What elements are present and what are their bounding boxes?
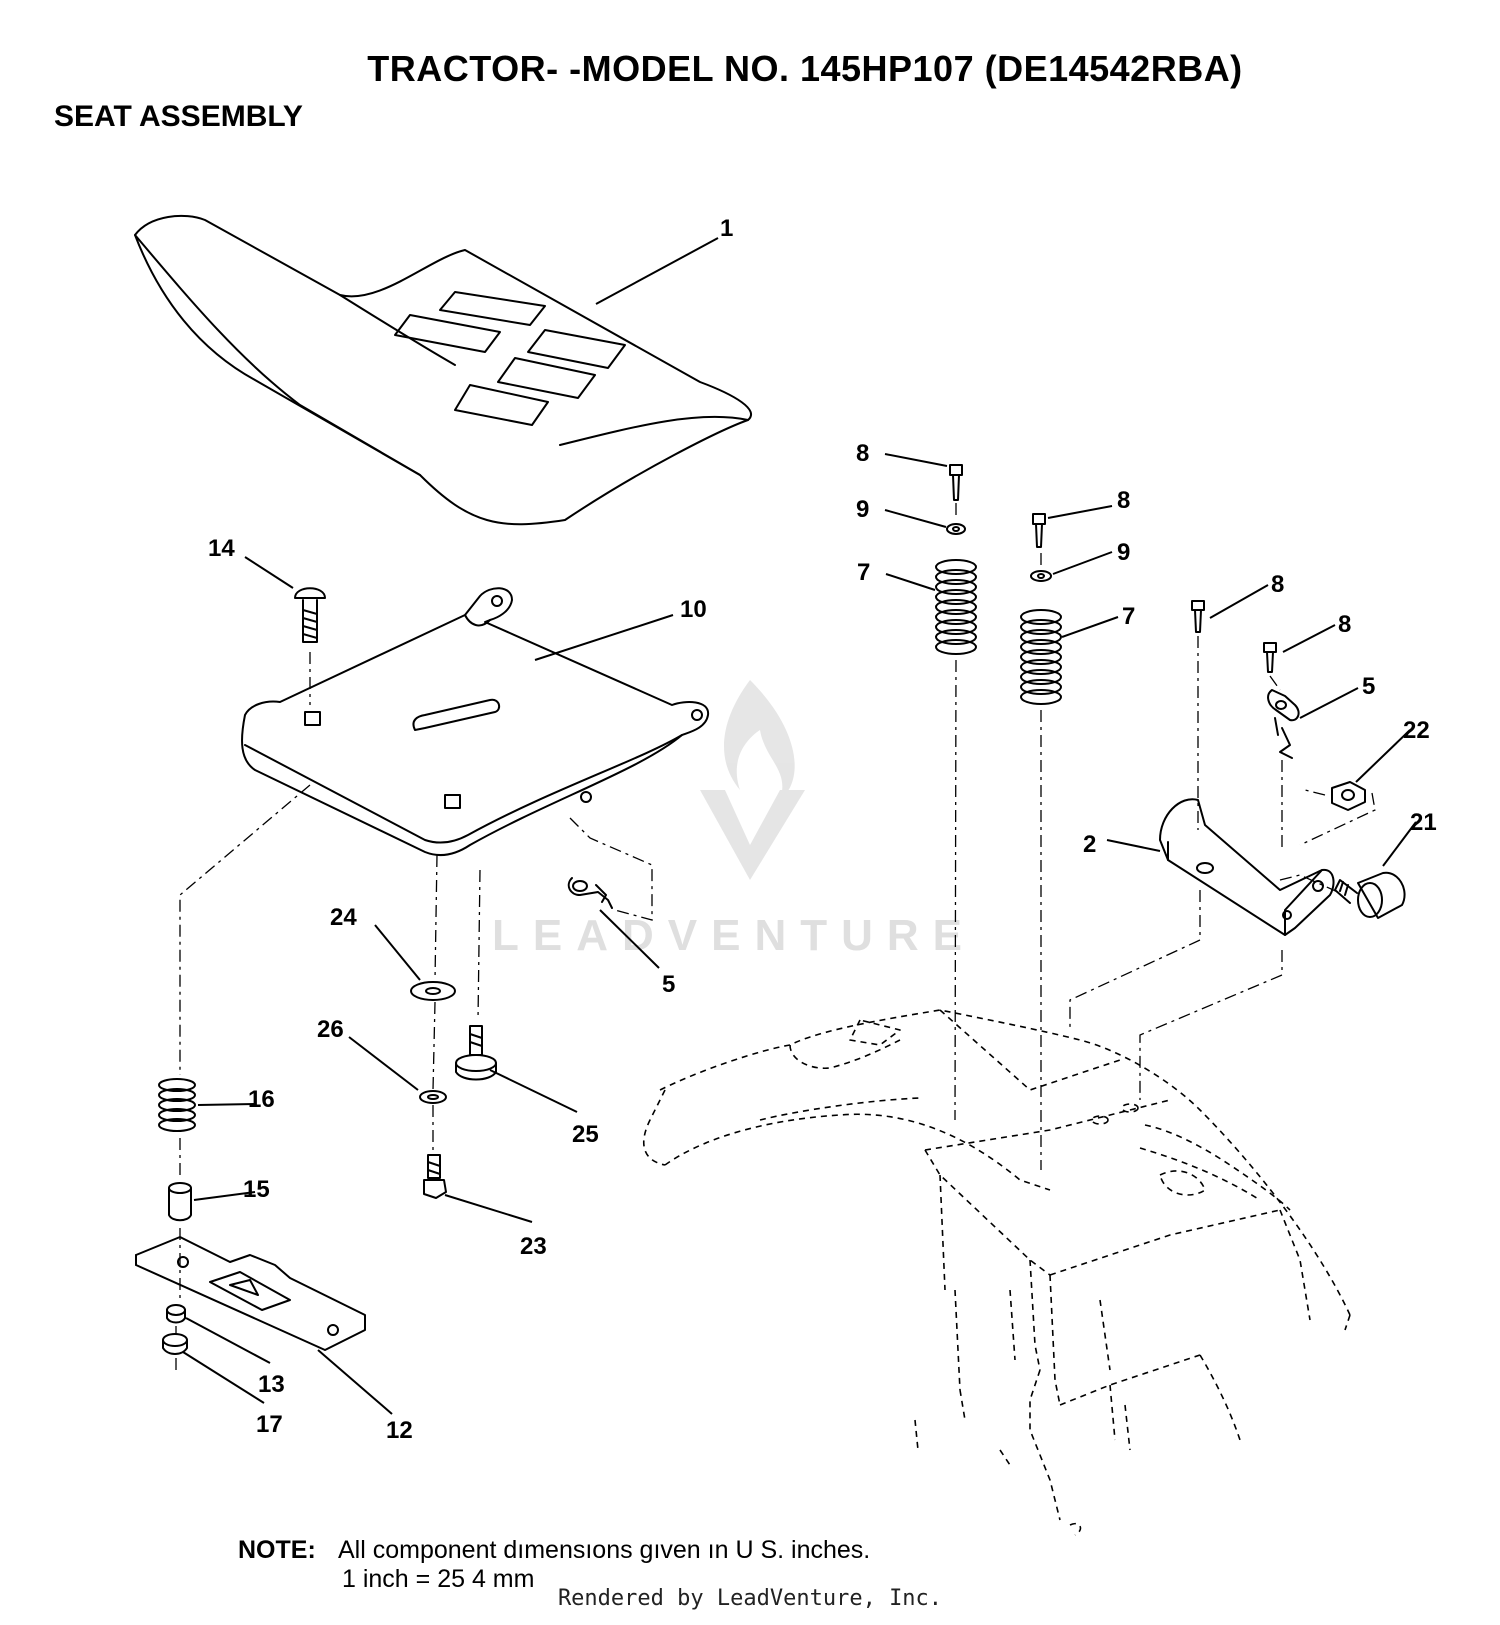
part-pin-2 [1032,513,1046,548]
part-washer-1 [946,523,966,535]
part-clip-right [1267,689,1300,759]
callout-22: 22 [1403,717,1430,744]
part-hex-bolt [423,1154,447,1199]
callout-5-right: 5 [1362,673,1375,700]
dimension-note: NOTE: All component dımensıons gıven ın U… [238,1536,870,1594]
note-label: NOTE: [238,1536,316,1564]
render-credit: Rendered by LeadVenture, Inc. [557,1586,943,1611]
callout-23: 23 [520,1233,547,1260]
part-hex-nut [1331,781,1366,811]
callout-7a: 7 [857,559,870,586]
callout-5-left: 5 [662,971,675,998]
callout-10: 10 [680,596,707,623]
diagram-subtitle: SEAT ASSEMBLY [54,100,303,133]
part-lock-washer [419,1090,447,1104]
watermark-flame-icon [723,680,795,800]
watermark-v-icon [700,790,805,880]
part-pin-3 [1191,600,1205,633]
callout-12: 12 [386,1417,413,1444]
callout-15: 15 [243,1176,270,1203]
callout-25: 25 [572,1121,599,1148]
diagram-title: TRACTOR- -MODEL NO. 145HP107 (DE14542RBA… [367,48,1243,89]
watermark-text: LEADVENTURE [492,911,976,960]
part-pin-1 [949,464,963,501]
callout-17: 17 [256,1411,283,1438]
part-nut-small [166,1304,186,1324]
watermark: LEADVENTURE [492,680,976,960]
note-line-2: 1 inch = 25 4 mm [342,1565,535,1593]
part-spacer [168,1182,192,1222]
part-pin-4 [1263,642,1277,673]
callouts: 1 14 10 8 9 7 8 9 7 8 8 5 22 21 2 5 24 2… [208,215,1437,1444]
part-washer-2 [1030,570,1052,582]
callout-7b: 7 [1122,603,1135,630]
callout-8c: 8 [1271,571,1284,598]
tractor-fender-outline [643,1009,1351,1536]
callout-1: 1 [720,215,733,242]
part-flange-bolt [1334,871,1406,919]
part-seat-plate [241,587,710,857]
part-clip-left [567,877,613,909]
part-seat-bracket [135,1236,366,1351]
part-flange-nut [162,1333,188,1355]
callout-9a: 9 [856,496,869,523]
part-spring-small [158,1078,196,1132]
part-carriage-bolt [294,587,326,643]
part-spring-bracket [1159,798,1335,936]
part-seat [134,214,752,526]
part-shoulder-bolt [455,1025,497,1081]
callout-9b: 9 [1117,539,1130,566]
assembly-lines [175,503,1376,1370]
callout-2: 2 [1083,831,1096,858]
part-washer-large [410,981,456,1001]
callout-13: 13 [258,1371,285,1398]
callout-8d: 8 [1338,611,1351,638]
part-spring-1 [935,559,977,655]
callout-26: 26 [317,1016,344,1043]
callout-21: 21 [1410,809,1437,836]
callout-14: 14 [208,535,235,562]
callout-16: 16 [248,1086,275,1113]
callout-24: 24 [330,904,357,931]
callout-8a: 8 [856,440,869,467]
part-spring-2 [1020,609,1062,705]
leader-lines [182,237,1417,1415]
note-line-1: All component dımensıons gıven ın U S. i… [338,1536,871,1564]
callout-8b: 8 [1117,487,1130,514]
